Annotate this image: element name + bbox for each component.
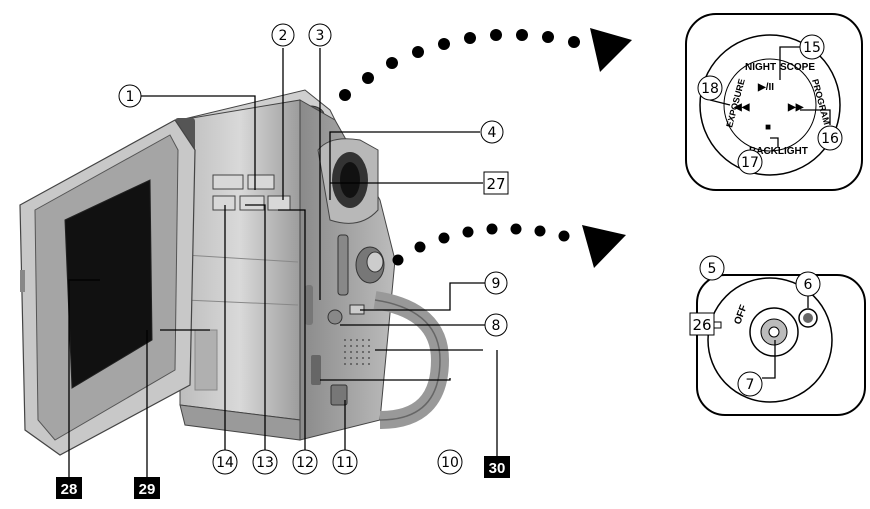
svg-text:13: 13 bbox=[256, 455, 274, 471]
svg-text:18: 18 bbox=[701, 81, 719, 97]
svg-text:30: 30 bbox=[489, 460, 506, 477]
callout-10: 10 bbox=[437, 449, 463, 475]
svg-text:1: 1 bbox=[126, 89, 135, 105]
callout-8: 8 bbox=[484, 313, 508, 337]
svg-text:5: 5 bbox=[708, 261, 717, 277]
callout-16: 16 bbox=[817, 125, 843, 151]
svg-text:15: 15 bbox=[803, 40, 821, 56]
dial-label-backlight: BACKLIGHT bbox=[749, 146, 808, 157]
lcd-monitor bbox=[19, 119, 196, 456]
black-label-30: 30 bbox=[484, 456, 510, 478]
stop-icon: ■ bbox=[765, 122, 771, 133]
svg-text:16: 16 bbox=[821, 131, 839, 147]
svg-text:28: 28 bbox=[61, 481, 78, 498]
black-label-28: 28 bbox=[56, 477, 82, 499]
callout-17: 17 bbox=[737, 149, 763, 175]
callout-13: 13 bbox=[252, 449, 278, 475]
svg-text:2: 2 bbox=[279, 28, 288, 44]
svg-text:12: 12 bbox=[296, 455, 314, 471]
camcorder-body bbox=[175, 89, 450, 441]
leader-lines bbox=[140, 48, 485, 450]
callout-11: 11 bbox=[332, 449, 358, 475]
callout-6: 6 bbox=[795, 271, 821, 297]
callout-9: 9 bbox=[484, 271, 508, 295]
callout-12: 12 bbox=[292, 449, 318, 475]
callout-7: 7 bbox=[737, 371, 763, 397]
boxed-label-27: 27 bbox=[483, 171, 509, 195]
callout-15: 15 bbox=[799, 34, 825, 60]
fast-forward-icon: ▶▶ bbox=[787, 102, 805, 113]
callout-2: 2 bbox=[271, 23, 295, 47]
dotted-arrow-icon bbox=[339, 28, 632, 101]
play-pause-icon: ▶/II bbox=[757, 82, 774, 93]
svg-text:26: 26 bbox=[692, 316, 711, 334]
power-switch-detail: OFF bbox=[696, 274, 866, 416]
dial-label-scope: SCOPE bbox=[780, 62, 815, 73]
svg-text:6: 6 bbox=[804, 277, 813, 293]
svg-text:11: 11 bbox=[336, 455, 354, 471]
callout-4: 4 bbox=[480, 120, 504, 144]
svg-text:8: 8 bbox=[492, 318, 501, 334]
svg-text:27: 27 bbox=[486, 175, 505, 193]
rewind-icon: ◀◀ bbox=[733, 102, 750, 113]
dotted-arrow-icon bbox=[392, 223, 626, 268]
svg-text:7: 7 bbox=[746, 377, 755, 393]
svg-text:9: 9 bbox=[492, 276, 501, 292]
callout-5: 5 bbox=[699, 255, 725, 281]
svg-text:10: 10 bbox=[441, 455, 459, 471]
callout-18: 18 bbox=[697, 75, 723, 101]
svg-text:4: 4 bbox=[488, 125, 497, 141]
svg-text:17: 17 bbox=[741, 155, 759, 171]
dial-label-night: NIGHT bbox=[745, 62, 776, 73]
control-dial-detail: NIGHT SCOPE EXPOSURE PROGRAM AE BACKLIGH… bbox=[685, 13, 863, 191]
boxed-label-26: 26 bbox=[689, 312, 715, 336]
callout-1: 1 bbox=[118, 84, 142, 108]
svg-text:3: 3 bbox=[316, 28, 325, 44]
callout-3: 3 bbox=[308, 23, 332, 47]
svg-text:29: 29 bbox=[139, 481, 156, 498]
callout-14: 14 bbox=[212, 449, 238, 475]
svg-text:14: 14 bbox=[216, 455, 234, 471]
black-label-29: 29 bbox=[134, 477, 160, 499]
